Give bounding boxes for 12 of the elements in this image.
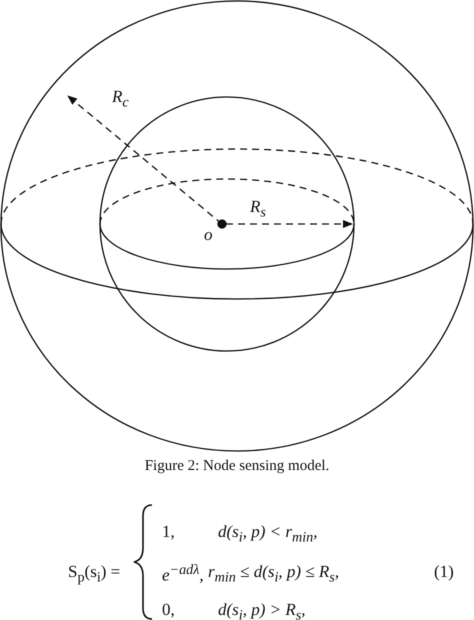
formula-term: d(s$_{i}$, p) < r$_{min}$, [218, 523, 318, 545]
formula-term: (1) [434, 563, 454, 580]
formula-term: 0, [162, 601, 175, 618]
radius-label: o [204, 226, 212, 243]
radius-label: R$_{c}$ [112, 88, 129, 110]
formula-term: 1, [162, 523, 175, 540]
formula-term: r$_{min}$ ≤ d(s$_{i}$, p) ≤ R$_{s}$, [208, 563, 340, 585]
formula-term: e$^{−adλ}$, [162, 563, 204, 584]
formula-term: S$_{p}$(s$_{i}$) = [68, 563, 120, 585]
formula-term: d(s$_{i}$, p) > R$_{s}$, [218, 601, 306, 620]
radius-label: R$_{s}$ [250, 198, 266, 220]
figure-caption: Figure 2: Node sensing model. [144, 458, 330, 475]
